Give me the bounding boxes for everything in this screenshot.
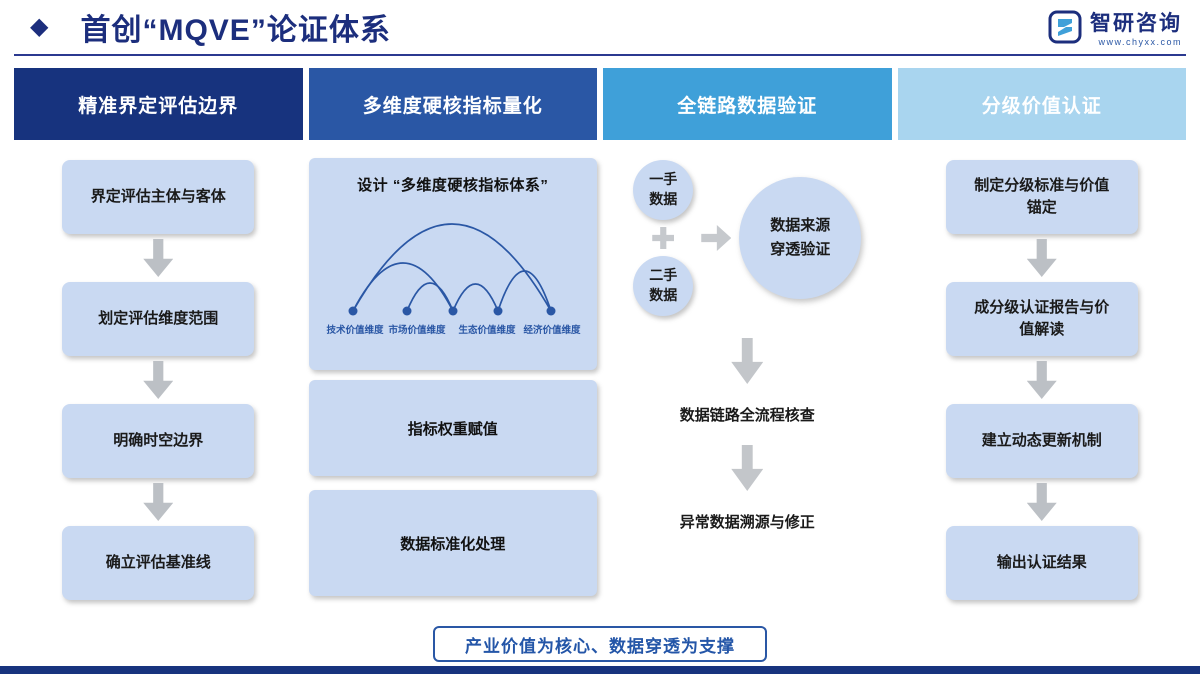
flow-box: 制定分级标准与价值锚定 bbox=[945, 160, 1138, 234]
column-body: 设计 “多维度硬核指标体系” bbox=[308, 140, 597, 596]
column-header: 精准界定评估边界 bbox=[14, 68, 303, 140]
column-body: 制定分级标准与价值锚定 成分级认证报告与价值解读 建立动态更新机制 输出认证结果 bbox=[898, 140, 1187, 600]
brand-name: 智研咨询 bbox=[1090, 12, 1182, 35]
source-stack: 一手数据 二手数据 bbox=[633, 160, 694, 316]
down-arrow-icon bbox=[143, 239, 174, 277]
flow-box: 成分级认证报告与价值解读 bbox=[945, 282, 1138, 356]
arc-diagram: 技术价值维度 市场价值维度 生态价值维度 经济价值维度 bbox=[326, 223, 581, 336]
flow-box: 界定评估主体与客体 bbox=[62, 160, 255, 234]
column-boundary-definition: 精准界定评估边界 界定评估主体与客体 划定评估维度范围 明确时空边界 确立评估基… bbox=[14, 68, 303, 600]
flow-box: 确立评估基准线 bbox=[62, 526, 255, 600]
down-arrow-icon bbox=[1026, 361, 1057, 399]
primary-data-circle: 一手数据 bbox=[633, 160, 694, 220]
column-header: 全链路数据验证 bbox=[603, 68, 892, 140]
brand-url: www.chyxx.com bbox=[1098, 37, 1182, 47]
flow-box: 划定评估维度范围 bbox=[62, 282, 255, 356]
down-arrow-icon bbox=[1026, 239, 1057, 277]
column-value-certification: 分级价值认证 制定分级标准与价值锚定 成分级认证报告与价值解读 建立动态更新机制… bbox=[897, 68, 1187, 600]
column-indicator-quantification: 多维度硬核指标量化 设计 “多维度硬核指标体系” bbox=[308, 68, 597, 600]
down-arrow-icon bbox=[143, 483, 174, 521]
dimension-label: 生态价值维度 bbox=[458, 324, 516, 336]
flow-box: 输出认证结果 bbox=[945, 526, 1138, 600]
down-arrow-icon bbox=[143, 361, 174, 399]
flow-box: 明确时空边界 bbox=[62, 404, 255, 478]
secondary-data-circle: 二手数据 bbox=[633, 256, 694, 316]
page-title: 首创“MQVE”论证体系 bbox=[80, 14, 391, 47]
column-header: 多维度硬核指标量化 bbox=[308, 68, 597, 140]
column-body: 一手数据 二手数据 数据来源穿透验证 数据链路全流程核查 异常数据溯源与修正 bbox=[603, 140, 892, 532]
diagram-title: 设计 “多维度硬核指标体系” bbox=[357, 177, 549, 194]
footer-tagline: 产业价值为核心、数据穿透为支撑 bbox=[433, 626, 767, 662]
data-source-cluster: 一手数据 二手数据 数据来源穿透验证 bbox=[633, 160, 862, 316]
verification-circle: 数据来源穿透验证 bbox=[739, 177, 862, 299]
dimension-label: 市场价值维度 bbox=[388, 324, 446, 336]
verification-step: 数据链路全流程核查 bbox=[679, 407, 815, 424]
indicator-system-box: 设计 “多维度硬核指标体系” bbox=[308, 158, 597, 370]
dimension-label: 技术价值维度 bbox=[326, 324, 384, 336]
flow-box: 指标权重赋值 bbox=[308, 380, 597, 476]
column-body: 界定评估主体与客体 划定评估维度范围 明确时空边界 确立评估基准线 bbox=[14, 140, 303, 600]
flow-box: 建立动态更新机制 bbox=[945, 404, 1138, 478]
verification-step: 异常数据溯源与修正 bbox=[679, 514, 815, 531]
column-data-verification: 全链路数据验证 一手数据 二手数据 数据来源穿透验证 数据链路全流程核查 异常数… bbox=[603, 68, 892, 600]
diamond-icon: ◆ bbox=[30, 13, 49, 40]
bottom-bar bbox=[0, 666, 1200, 674]
brand-logo: 智研咨询 www.chyxx.com bbox=[1048, 7, 1182, 47]
down-arrow-icon bbox=[731, 445, 764, 491]
header-rule bbox=[14, 54, 1186, 56]
logo-icon bbox=[1048, 10, 1082, 44]
brand-text: 智研咨询 www.chyxx.com bbox=[1090, 7, 1182, 47]
down-arrow-icon bbox=[1026, 483, 1057, 521]
columns-container: 精准界定评估边界 界定评估主体与客体 划定评估维度范围 明确时空边界 确立评估基… bbox=[14, 68, 1186, 600]
slide-header: ◆ 首创“MQVE”论证体系 智研咨询 www.chyxx.com bbox=[0, 0, 1200, 54]
down-arrow-icon bbox=[731, 338, 764, 384]
right-arrow-icon bbox=[701, 225, 732, 251]
flow-box: 数据标准化处理 bbox=[308, 490, 597, 596]
plus-icon bbox=[652, 227, 675, 249]
column-header: 分级价值认证 bbox=[897, 68, 1186, 140]
dimension-label: 经济价值维度 bbox=[523, 324, 581, 336]
